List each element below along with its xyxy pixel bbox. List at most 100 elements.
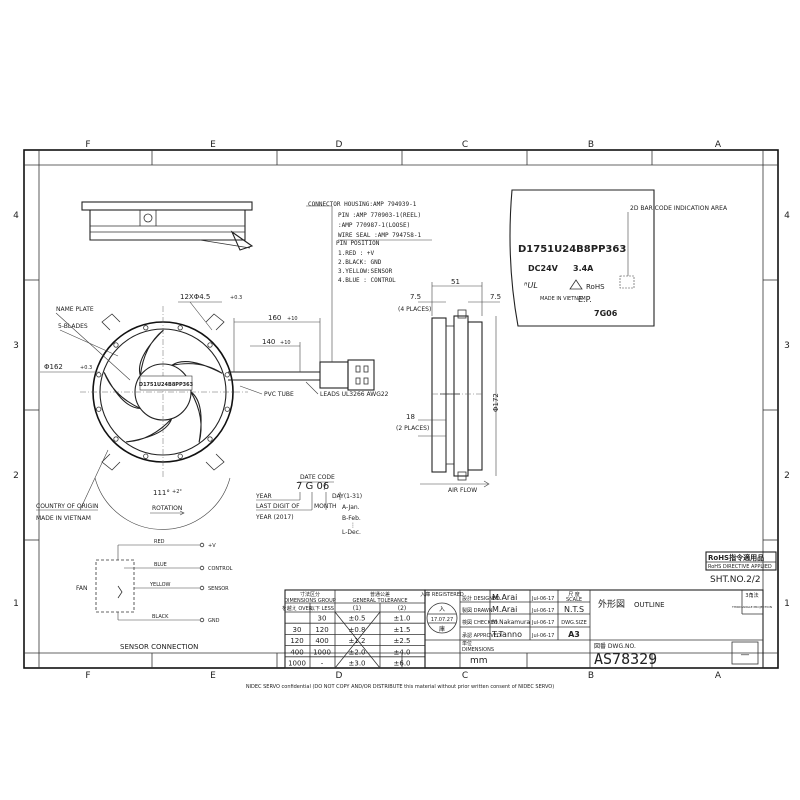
zone-row-left: 1 — [13, 599, 19, 609]
wire-black: BLACK — [152, 614, 169, 620]
role-drawn: 製図 DRAWN — [462, 607, 493, 614]
zone-col-bottom: F — [85, 671, 90, 681]
wire-blue: BLUE — [154, 562, 167, 568]
tolerance-cell: 30 — [293, 626, 302, 634]
holes-tol: +0.3 — [230, 295, 242, 301]
side-offset-right: 7.5 — [490, 293, 501, 301]
zone-row-right: 3 — [784, 341, 790, 351]
name-checked: M.Nakamura — [492, 619, 530, 626]
role-designed: 設計 DESIGNED — [462, 595, 500, 602]
tolerance-cell: ±0.8 — [349, 626, 366, 634]
term-sensor: SENSOR — [208, 586, 229, 592]
label-ep: E.P. — [578, 295, 592, 304]
date-code: DATE CODE 7 G 06 YEAR LAST DIGIT OF YEAR… — [255, 474, 362, 536]
zone-col-top: A — [715, 140, 722, 150]
term-v: +V — [208, 543, 216, 549]
tolerance-cell: ±1.5 — [394, 626, 411, 634]
tolerance-cell: ±1.0 — [394, 615, 411, 623]
zone-col-bottom: C — [462, 671, 468, 681]
date-code-value: 7 G 06 — [296, 481, 329, 492]
sheet-number: SHT.NO.2/2 — [710, 575, 761, 585]
zone-col-top: D — [336, 140, 343, 150]
confidential-footer: NIDEC SERVO confidential (DO NOT COPY AN… — [246, 684, 554, 690]
origin-line2: MADE IN VIETNAM — [36, 515, 91, 522]
pin-2: 2.BLACK: GND — [338, 259, 382, 266]
fan-blades — [103, 329, 223, 443]
pin-3: 3.YELLOW:SENSOR — [338, 268, 393, 275]
units-jp: 単位 — [462, 640, 472, 647]
mounting-hole — [177, 453, 183, 459]
zone-col-bottom: D — [336, 671, 343, 681]
pin-4: 4.BLUE : CONTROL — [338, 277, 396, 284]
dwg-no-label: 図番 DWG.NO. — [594, 643, 636, 650]
barcode-area-label: 2D BAR CODE INDICATION AREA — [630, 205, 728, 212]
rotation-label: ROTATION — [152, 505, 182, 512]
title-jp: 外形図 — [598, 598, 625, 610]
term-control: CONTROL — [208, 566, 233, 572]
side-places2: (2 PLACES) — [396, 425, 429, 432]
airflow-label: AIR FLOW — [448, 487, 477, 494]
sensor-connection-title: SENSOR CONNECTION — [120, 643, 198, 651]
connector-pin-loose: :AMP 770987-1(LOOSE) — [338, 222, 410, 229]
label-model: D1751U24B8PP363 — [518, 244, 626, 255]
side-dim18: 18 — [406, 413, 415, 421]
tolerance-cell: 400 — [290, 648, 303, 656]
pin-position-title: PIN POSITION — [336, 240, 380, 247]
barcode-area — [619, 275, 635, 289]
month-label: MONTH — [314, 503, 337, 510]
fan-top-view — [81, 201, 254, 251]
tolerance-table: 寸法区分 DIMENSIONS GROUP 普通公差 GENERAL TOLER… — [282, 589, 426, 669]
day-label: DAY(1-31) — [332, 493, 362, 500]
scale-jp: 尺 度 — [568, 591, 580, 598]
connector-housing: CONNECTOR HOUSING:AMP 794939-1 — [308, 201, 417, 208]
zone-col-top: F — [85, 140, 90, 150]
label-rohs: RoHS — [586, 283, 605, 291]
wire-red: RED — [154, 539, 165, 545]
rohs-en: RoHS DIRECTIVE APPLIED — [708, 564, 772, 570]
registered-stamp — [426, 602, 458, 634]
mounting-hole — [96, 372, 102, 378]
pvc-tube-label: PVC TUBE — [264, 391, 294, 398]
tolerance-cell: ±2.0 — [349, 648, 366, 656]
revision-value: — — [741, 650, 750, 660]
dwg-no-value: AS78329 — [594, 650, 657, 668]
connector-spec: CONNECTOR HOUSING:AMP 794939-1 PIN :AMP … — [308, 201, 432, 284]
revision-box — [731, 641, 759, 665]
date-approved: Jul-06-17 — [531, 633, 554, 639]
name-drawn: M.Arai — [492, 605, 517, 614]
tol-sub-less: 以下 LESS — [310, 606, 334, 612]
connector — [306, 205, 375, 391]
tol-h2-en: GENERAL TOLERANCE — [352, 598, 407, 604]
tol-sub-2: (2) — [398, 605, 407, 612]
lead-short-tol: +10 — [280, 340, 291, 346]
dwg-size-value: A3 — [568, 630, 580, 639]
origin-line1: COUNTRY OF ORIGIN — [36, 503, 98, 510]
zone-col-top: C — [462, 140, 468, 150]
pin-1: 1.RED : +V — [338, 250, 375, 257]
projection-en: THIRD ANGLE PROJECTION — [731, 605, 772, 609]
stamp-bottom: 庫 — [439, 625, 445, 633]
mounting-hole — [143, 325, 149, 331]
lead-long-dim: 160 — [268, 314, 281, 322]
date-year-label: YEAR — [255, 493, 272, 500]
sensor-connection: FAN RED BLUE YELLOW BLACK +V CONTROL SEN… — [76, 539, 233, 651]
connector-wire-seal: WIRE SEAL :AMP 794758-1 — [338, 232, 421, 239]
connector-pin-reel: PIN :AMP 770903-1(REEL) — [338, 212, 421, 219]
fan-blade — [171, 360, 223, 374]
ul-mark: ᴿUL — [524, 281, 538, 290]
name-designed: M.Arai — [492, 593, 517, 602]
warning-icon — [569, 279, 583, 290]
fan-label: FAN — [76, 585, 88, 592]
tol-sub-1: (1) — [353, 605, 362, 612]
tolerance-cell: ±3.0 — [349, 660, 366, 668]
last-digit-line2: YEAR (2017) — [255, 514, 294, 521]
side-width-dim: 51 — [451, 278, 460, 286]
label-date-code: 7G06 — [594, 309, 618, 318]
tol-h1-en: DIMENSIONS GROUP — [284, 598, 336, 604]
fan-front-view: D1751U24B8PP363 — [80, 306, 320, 478]
zone-row-right: 2 — [784, 471, 790, 481]
registered-label: 入庫 REGISTERED — [420, 591, 464, 598]
front-view-annotations: NAME PLATE 5-BLADES 12XΦ4.5 +0.3 Φ162 +0… — [36, 293, 389, 530]
mounting-hole — [96, 406, 102, 412]
